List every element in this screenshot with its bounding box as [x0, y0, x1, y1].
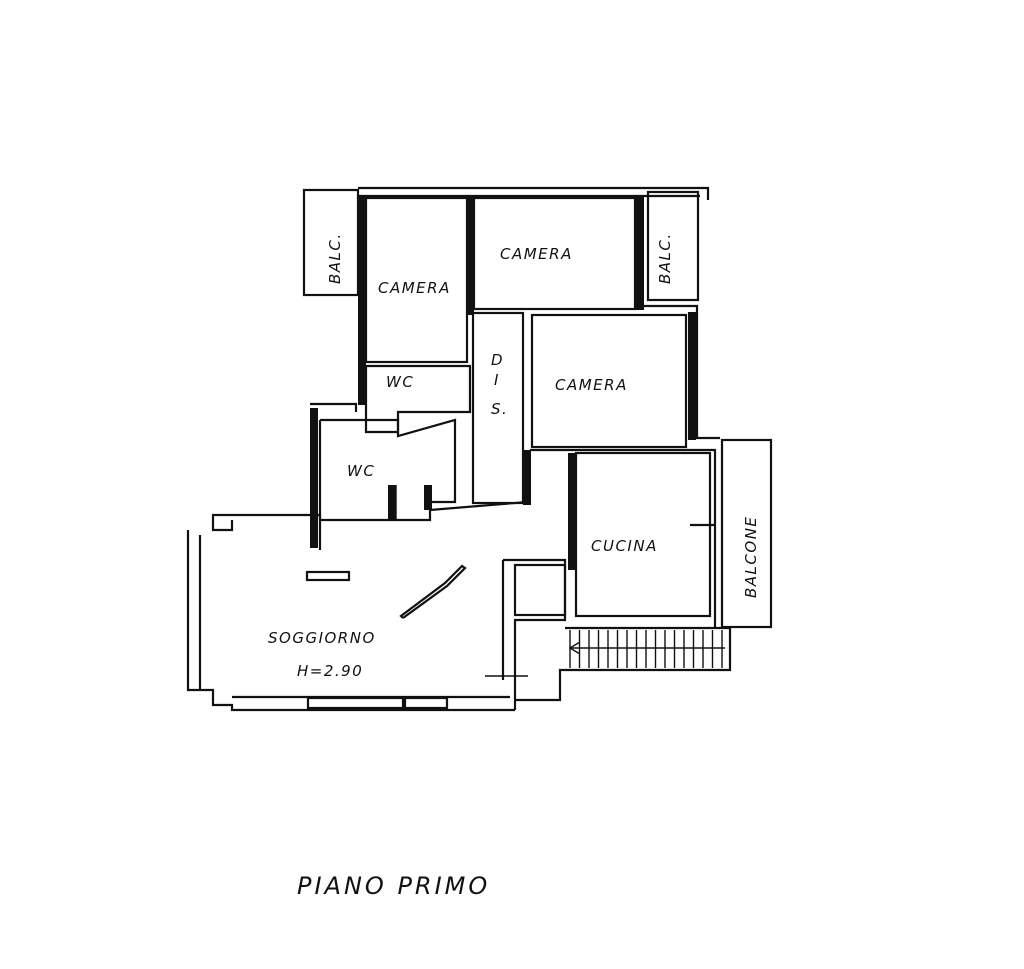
- balcony-right: [646, 190, 700, 302]
- fixture-diagonal: [399, 564, 467, 619]
- room-cucina: [574, 451, 712, 618]
- label-dis-i: I: [494, 371, 500, 389]
- stairs: [569, 630, 723, 668]
- label-balcone: BALCONE: [742, 516, 760, 598]
- label-wc-2: WC: [347, 462, 375, 480]
- label-balc-right: BALC.: [656, 232, 674, 284]
- label-camera-1: CAMERA: [378, 279, 451, 297]
- room-closet: [513, 563, 567, 617]
- label-wc-1: WC: [386, 373, 414, 391]
- fixture: [305, 570, 351, 582]
- label-dis-d: D: [491, 351, 504, 369]
- room-disimpegno: [471, 311, 525, 505]
- label-balc-left: BALC.: [326, 232, 344, 284]
- plan-title: PIANO PRIMO: [297, 872, 490, 900]
- label-cucina: CUCINA: [591, 537, 658, 555]
- label-dis-s: S.: [491, 400, 508, 418]
- label-soggiorno: SOGGIORNO: [268, 629, 376, 647]
- room-wc-2: [318, 418, 457, 522]
- walls: [186, 186, 773, 712]
- label-height: H=2.90: [297, 662, 363, 680]
- label-camera-3: CAMERA: [555, 376, 628, 394]
- room-wc-1: [364, 364, 472, 434]
- balcony-balcone: [720, 438, 773, 629]
- label-camera-2: CAMERA: [500, 245, 573, 263]
- room-camera-3: [530, 313, 688, 449]
